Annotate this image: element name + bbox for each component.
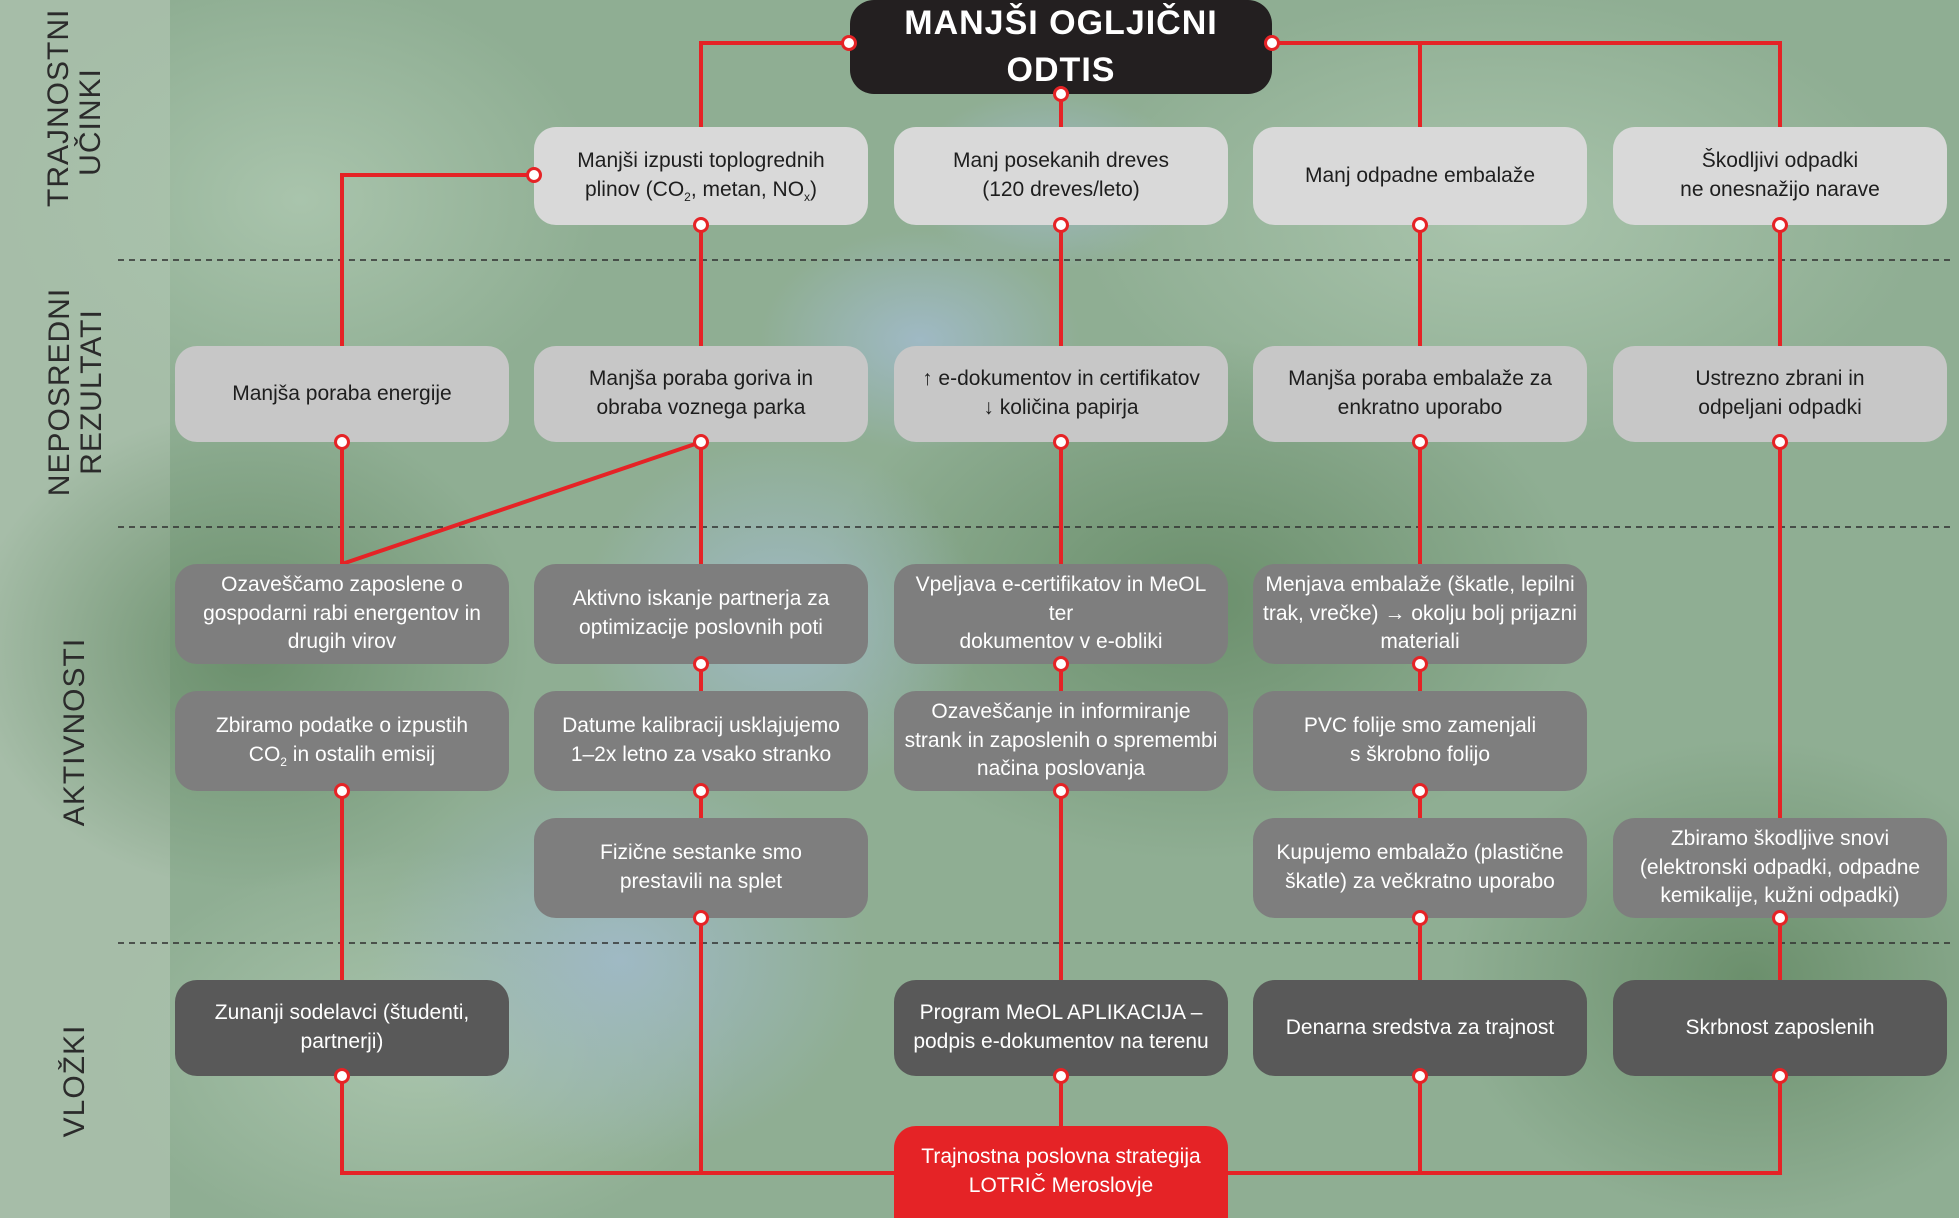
activity-meetings: Fizične sestanke smo prestavili na splet (534, 818, 868, 918)
strategy-box: Trajnostna poslovna strategija LOTRIČ Me… (894, 1126, 1228, 1218)
activity-emissions-line1: Zbiramo podatke o izpustih (215, 713, 469, 737)
impact-hazardous: Škodljivi odpadki ne onesnažijo narave (1613, 127, 1947, 225)
connector-title-ghg (699, 41, 849, 127)
connector-title-hazardous (1272, 41, 1782, 127)
connector-node-13 (693, 656, 709, 672)
connector-node-19 (1412, 783, 1428, 799)
connector-node-6 (1412, 217, 1428, 233)
connector-node-14 (1053, 656, 1069, 672)
result-fuel: Manjša poraba goriva in obraba voznega p… (534, 346, 868, 442)
row-label-inputs: VLOŽKI (58, 1024, 91, 1138)
impact-ghg-line2: plinov (CO2, metan, NOx) (584, 177, 818, 204)
result-packaging: Manjša poraba embalaže za enkratno upora… (1253, 346, 1587, 442)
connector-node-25 (1412, 1068, 1428, 1084)
impact-ghg: Manjši izpusti toplogrednih plinov (CO2,… (534, 127, 868, 225)
activity-informing: Ozaveščanje in informiranje strank in za… (894, 691, 1228, 791)
connector-node-2 (1053, 86, 1069, 102)
activity-packaging-change: Menjava embalaže (škatle, lepilni trak, … (1253, 564, 1587, 664)
result-edocs: ↑ e-dokumentov in certifikatov ↓ količin… (894, 346, 1228, 442)
result-waste: Ustrezno zbrani in odpeljani odpadki (1613, 346, 1947, 442)
impact-trees: Manj posekanih dreves (120 dreves/leto) (894, 127, 1228, 225)
result-energy: Manjša poraba energije (175, 346, 509, 442)
connector-node-7 (1772, 217, 1788, 233)
connector-node-20 (693, 910, 709, 926)
activity-emissions-line2: CO2 in ostalih emisij (248, 742, 436, 769)
connector-node-21 (1412, 910, 1428, 926)
connector-awareness-fuel (341, 440, 702, 566)
activity-pvc: PVC folije smo zamenjali s škrobno folij… (1253, 691, 1587, 791)
input-funds: Denarna sredstva za trajnost (1253, 980, 1587, 1076)
activity-hazardous-collect: Zbiramo škodljive snovi (elektronski odp… (1613, 818, 1947, 918)
activity-emissions-data: Zbiramo podatke o izpustih CO2 in ostali… (175, 691, 509, 791)
impact-packaging: Manj odpadne embalaže (1253, 127, 1587, 225)
connector-node-1 (1264, 35, 1280, 51)
input-external: Zunanji sodelavci (študenti, partnerji) (175, 980, 509, 1076)
row-label-results: NEPOSREDNI REZULTATI (43, 287, 108, 497)
connector-node-4 (693, 217, 709, 233)
activity-awareness: Ozaveščamo zaposlene o gospodarni rabi e… (175, 564, 509, 664)
connector-node-16 (334, 783, 350, 799)
impact-ghg-line1: Manjši izpusti toplogrednih (577, 148, 825, 172)
activity-ecert: Vpeljava e-certifikatov in MeOL ter doku… (894, 564, 1228, 664)
connector-node-11 (1412, 434, 1428, 450)
connector-node-26 (1772, 1068, 1788, 1084)
connector-strategy-left (340, 1076, 894, 1175)
connector-node-15 (1412, 656, 1428, 672)
connector-strategy-right (1228, 1076, 1782, 1175)
connector-node-3 (526, 167, 542, 183)
connector-node-17 (693, 783, 709, 799)
connector-node-18 (1053, 783, 1069, 799)
connector-node-8 (334, 434, 350, 450)
diagram-title: MANJŠI OGLJIČNI ODTIS (850, 0, 1272, 94)
activity-partner: Aktivno iskanje partnerja za optimizacij… (534, 564, 868, 664)
connector-node-5 (1053, 217, 1069, 233)
connector-energy-ghg (340, 173, 534, 346)
connector-node-12 (1772, 434, 1788, 450)
activity-calibration: Datume kalibracij usklajujemo 1–2x letno… (534, 691, 868, 791)
connector-node-0 (841, 35, 857, 51)
connector-node-22 (1772, 910, 1788, 926)
connector-node-23 (334, 1068, 350, 1084)
input-care: Skrbnost zaposlenih (1613, 980, 1947, 1076)
connector-node-10 (1053, 434, 1069, 450)
activity-reusable: Kupujemo embalažo (plastične škatle) za … (1253, 818, 1587, 918)
connector-node-24 (1053, 1068, 1069, 1084)
connector-node-9 (693, 434, 709, 450)
input-meol: Program MeOL APLIKACIJA – podpis e-dokum… (894, 980, 1228, 1076)
row-label-activities: AKTIVNOSTI (58, 637, 91, 827)
row-label-impacts: TRAJNOSTNI UČINKI (42, 8, 107, 207)
